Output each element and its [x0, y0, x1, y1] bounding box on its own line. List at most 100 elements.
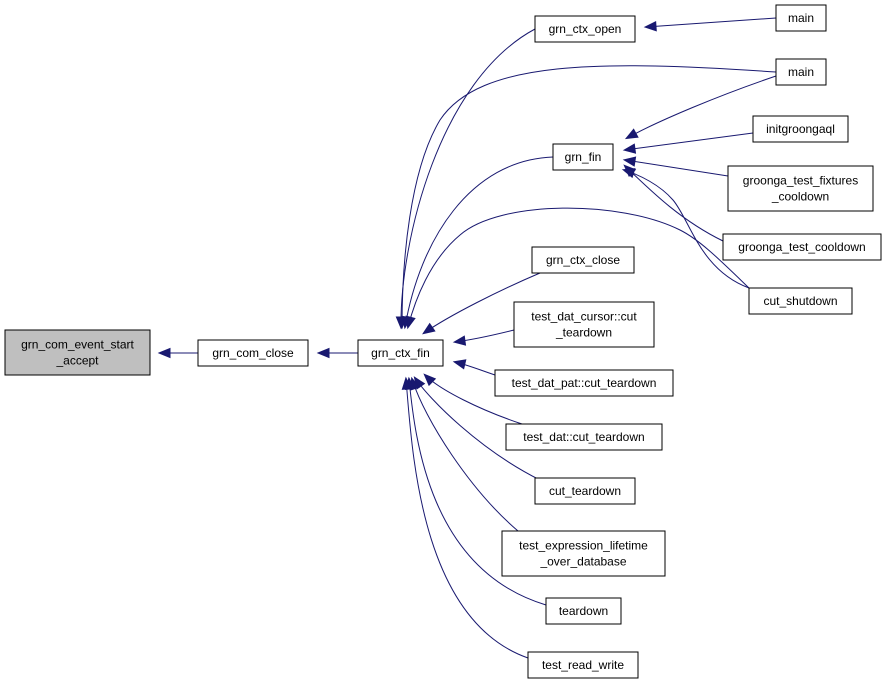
edge-main1-to-ctx_open: [643, 17, 777, 32]
node-main2[interactable]: main: [775, 58, 827, 86]
node-label: grn_com_event_start: [21, 338, 134, 352]
node-label: test_read_write: [542, 658, 624, 672]
node-box: [534, 477, 636, 505]
arrow-head-icon: [621, 168, 636, 179]
node-expr-lifetime[interactable]: test_expression_lifetime _over_database: [501, 530, 666, 577]
node-main1[interactable]: main: [775, 4, 827, 32]
edge-ctx_fin-to-com_close: [316, 347, 358, 359]
edge-line: [623, 169, 750, 289]
node-box: [722, 233, 882, 261]
node-label: test_dat_cursor::cut: [531, 310, 637, 324]
edge-line: [408, 378, 547, 606]
edge-com_close-to-root: [157, 347, 198, 359]
node-cut-teardown[interactable]: cut_teardown: [534, 477, 636, 505]
edge-cursor_teardown-to-ctx_fin: [452, 329, 515, 346]
edge-line: [414, 377, 541, 481]
edge-ctx_close-to-ctx_fin: [422, 272, 541, 335]
arrow-head-icon: [316, 347, 330, 359]
node-box: [501, 530, 666, 577]
edge-main2-to-fin: [624, 75, 777, 140]
node-ctx-fin[interactable]: grn_ctx_fin: [357, 339, 444, 367]
node-read-write[interactable]: test_read_write: [527, 651, 639, 679]
node-teardown[interactable]: teardown: [545, 597, 622, 625]
node-box: [545, 597, 622, 625]
node-box: [513, 301, 655, 348]
node-box: [527, 651, 639, 679]
edge-line: [626, 75, 777, 139]
edge-fixtures_cooldown-to-fin: [622, 156, 729, 177]
arrow-head-icon: [643, 21, 657, 32]
node-box: [4, 329, 151, 376]
node-label: groonga_test_fixtures: [743, 174, 858, 188]
node-cursor-teardown[interactable]: test_dat_cursor::cut_teardown: [513, 301, 655, 348]
node-label: grn_ctx_fin: [371, 346, 430, 360]
node-label: teardown: [559, 604, 608, 618]
edge-dat_teardown-to-ctx_fin: [423, 373, 523, 425]
node-label: grn_fin: [565, 150, 602, 164]
node-box: [775, 58, 827, 86]
edge-main2-to-ctx_fin: [396, 65, 777, 330]
edge-initgroongaql-to-fin: [622, 132, 754, 154]
edge-line: [405, 378, 529, 659]
edge-line: [407, 207, 750, 328]
arrow-head-icon: [401, 376, 413, 390]
arrow-head-icon: [157, 347, 171, 359]
node-fixtures-cooldown[interactable]: groonga_test_fixtures_cooldown: [727, 165, 874, 212]
node-label: grn_ctx_open: [549, 22, 622, 36]
edge-expr_lifetime-to-ctx_fin: [410, 376, 519, 532]
edge-line: [645, 17, 777, 28]
node-ctx-close[interactable]: grn_ctx_close: [531, 246, 635, 274]
edge-line: [624, 159, 729, 177]
edge-line: [400, 28, 536, 328]
node-box: [494, 369, 674, 397]
edge-test_cooldown-to-fin: [623, 164, 724, 242]
node-label: _over_database: [539, 555, 626, 569]
edge-line: [423, 272, 541, 334]
node-label: main: [788, 11, 814, 25]
edge-pat_teardown-to-ctx_fin: [452, 359, 496, 376]
node-pat-teardown[interactable]: test_dat_pat::cut_teardown: [494, 369, 674, 397]
edge-line: [411, 378, 519, 532]
arrow-head-icon: [622, 143, 637, 154]
node-ctx-open[interactable]: grn_ctx_open: [534, 15, 636, 43]
arrow-head-icon: [405, 315, 416, 330]
node-box: [357, 339, 444, 367]
node-initgroongaql[interactable]: initgroongaql: [752, 115, 849, 143]
node-box: [752, 115, 849, 143]
node-label: groonga_test_cooldown: [738, 240, 865, 254]
node-label: main: [788, 65, 814, 79]
edges-layer: [157, 17, 777, 659]
node-label: test_dat::cut_teardown: [523, 430, 644, 444]
node-dat-teardown[interactable]: test_dat::cut_teardown: [505, 423, 663, 451]
edge-line: [404, 156, 554, 328]
node-label: test_expression_lifetime: [519, 539, 648, 553]
node-cut-shutdown[interactable]: cut_shutdown: [748, 287, 853, 315]
node-root[interactable]: grn_com_event_start _accept: [4, 329, 151, 376]
node-label: grn_com_close: [212, 346, 294, 360]
arrow-head-icon: [452, 335, 467, 346]
edge-read_write-to-ctx_fin: [401, 376, 529, 659]
node-com-close[interactable]: grn_com_close: [197, 339, 309, 367]
node-fin[interactable]: grn_fin: [552, 143, 614, 171]
node-box: [505, 423, 663, 451]
node-label: initgroongaql: [766, 122, 835, 136]
node-label: _accept: [55, 354, 99, 368]
node-test-cooldown[interactable]: groonga_test_cooldown: [722, 233, 882, 261]
node-label: cut_teardown: [549, 484, 621, 498]
node-label: cut_shutdown: [763, 294, 837, 308]
edge-line: [624, 165, 724, 242]
arrow-head-icon: [624, 128, 639, 140]
arrow-head-icon: [452, 359, 467, 370]
node-label: grn_ctx_close: [546, 253, 620, 267]
node-box: [748, 287, 853, 315]
node-box: [531, 246, 635, 274]
node-box: [727, 165, 874, 212]
node-box: [534, 15, 636, 43]
node-label: _teardown: [555, 326, 612, 340]
arrow-head-icon: [422, 322, 436, 335]
node-box: [552, 143, 614, 171]
edge-test_cooldown-to-ctx_fin: [405, 207, 750, 330]
edge-line: [624, 132, 754, 151]
edge-line: [401, 65, 777, 328]
